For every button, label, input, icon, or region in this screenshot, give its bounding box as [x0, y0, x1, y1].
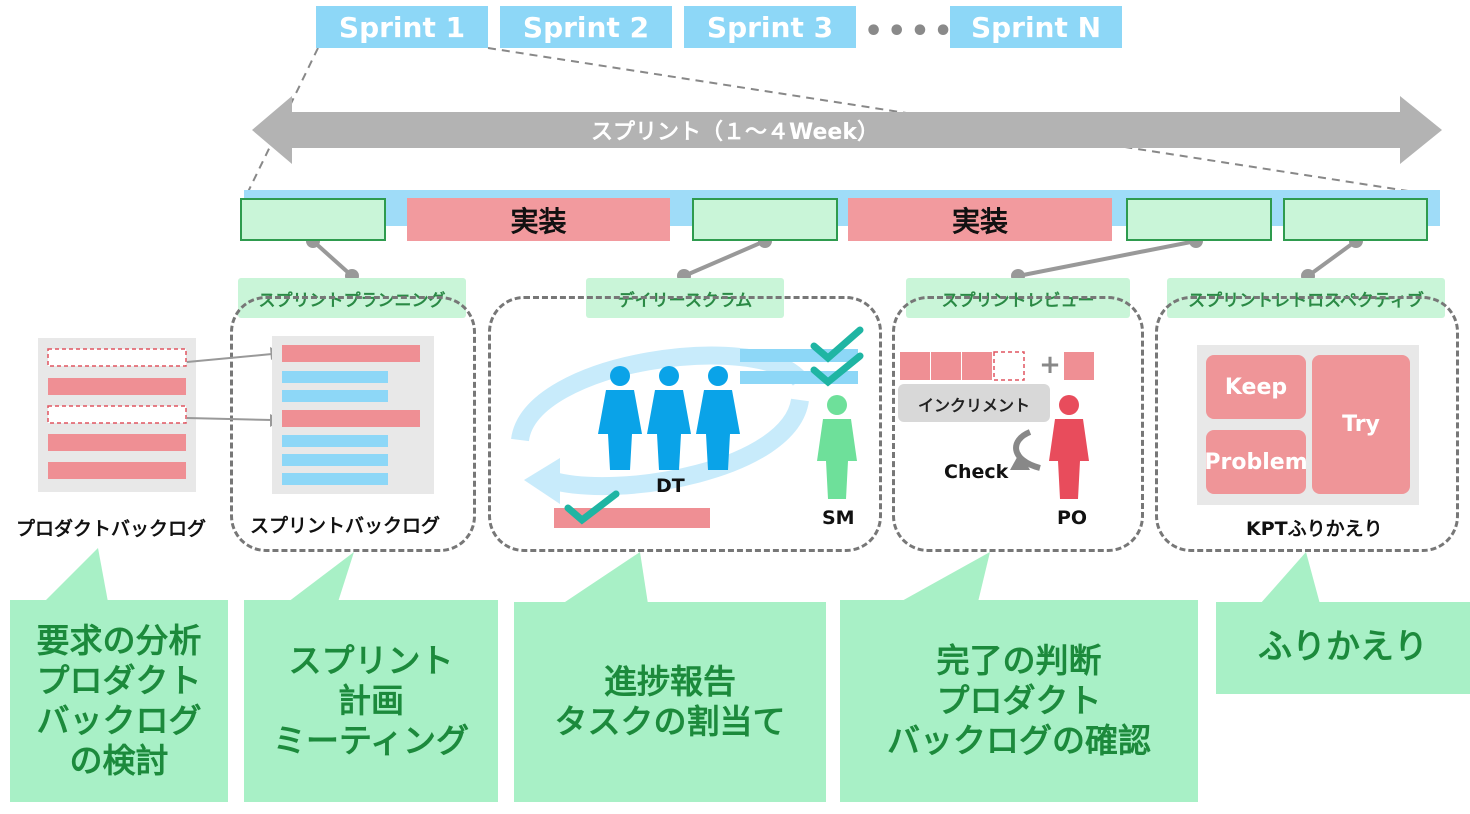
bubble-progress: 進捗報告 タスクの割当て — [514, 602, 826, 802]
kpt-try: Try — [1312, 355, 1410, 494]
implementation-block-1: 実装 — [407, 198, 670, 241]
sprint-tab-1: Sprint 1 — [316, 6, 488, 48]
increment-label: インクリメント — [917, 396, 1030, 415]
bubble-retro: ふりかえり — [1216, 602, 1470, 694]
kpt-keep: Keep — [1206, 355, 1306, 419]
caption-kpt: KPTふりかえり — [1246, 518, 1383, 540]
label-sm: SM — [822, 507, 855, 529]
sprint-tab-2: Sprint 2 — [500, 6, 672, 48]
group-retro — [1155, 296, 1459, 552]
kpt-problem: Problem — [1204, 430, 1308, 494]
bubble-completion: 完了の判断 プロダクト バックログの確認 — [840, 600, 1198, 802]
sprint-tab-3: Sprint 3 — [684, 6, 856, 48]
phase-planning — [240, 198, 386, 241]
sprint-duration-arrow — [252, 96, 1442, 164]
bubble-requirements: 要求の分析 プロダクト バックログ の検討 — [10, 600, 228, 802]
group-daily — [488, 296, 882, 552]
implementation-block-2: 実装 — [848, 198, 1112, 241]
label-po: PO — [1057, 507, 1088, 529]
sprint-duration-label: スプリント（１～４Week） — [591, 120, 879, 145]
sprint-tab-n: Sprint N — [950, 6, 1122, 48]
scrum-master-icon — [817, 395, 857, 499]
label-check: Check — [944, 461, 1009, 483]
product-owner-icon — [1049, 395, 1089, 499]
group-planning — [230, 296, 476, 552]
svg-text:+: + — [1039, 350, 1061, 380]
sprint-ellipsis: •••• — [864, 14, 957, 49]
group-review — [892, 296, 1144, 552]
caption-product-backlog: プロダクトバックログ — [16, 518, 207, 540]
phase-retro — [1283, 198, 1428, 241]
phase-daily — [692, 198, 838, 241]
label-dt: DT — [656, 475, 685, 497]
developer-icons — [598, 366, 740, 470]
phase-review — [1126, 198, 1272, 241]
bubble-sprint-planning: スプリント 計画 ミーティング — [244, 600, 498, 802]
caption-sprint-backlog: スプリントバックログ — [250, 515, 441, 537]
